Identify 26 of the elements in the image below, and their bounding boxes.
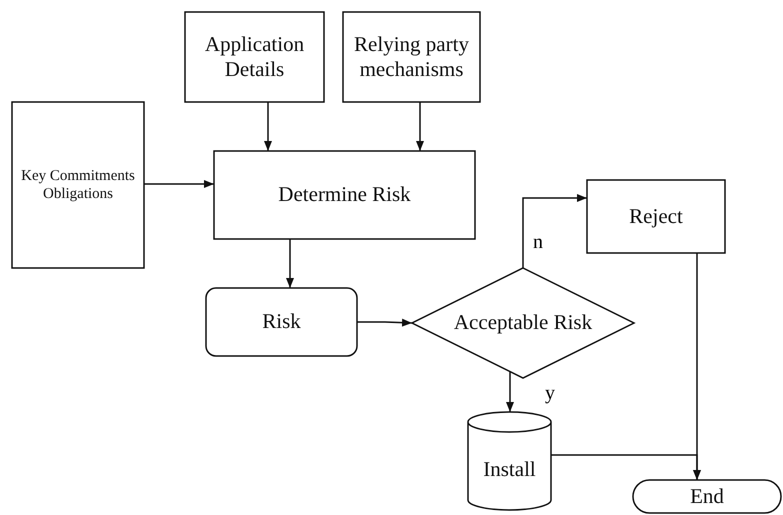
terminator-shape: [633, 480, 781, 513]
node-label: Determine Risk: [278, 182, 411, 208]
arrow: [522, 194, 587, 268]
arrow: [357, 318, 412, 327]
process-box: [12, 102, 144, 268]
node-label: Risk: [262, 309, 301, 335]
rounded-box: [206, 288, 357, 356]
arrow: [506, 372, 514, 412]
node-label: Key Commitments Obligations: [20, 167, 136, 203]
node-label: Acceptable Risk: [454, 310, 592, 336]
node-label: Application Details: [204, 32, 306, 82]
database-cylinder: [468, 412, 551, 510]
node-label: End: [690, 484, 724, 510]
node-label: Reject: [629, 204, 683, 230]
arrow: [416, 102, 424, 151]
node-label: Relying party mechanisms: [353, 32, 470, 82]
process-box: [587, 180, 725, 253]
process-box: [185, 12, 324, 102]
decision-diamond: [412, 268, 634, 378]
arrow: [286, 239, 294, 288]
node-label: Install: [483, 457, 536, 483]
process-box: [214, 151, 475, 239]
arrow: [144, 180, 214, 188]
arrow: [264, 102, 272, 151]
process-box: [343, 12, 480, 102]
arrow: [551, 454, 701, 480]
